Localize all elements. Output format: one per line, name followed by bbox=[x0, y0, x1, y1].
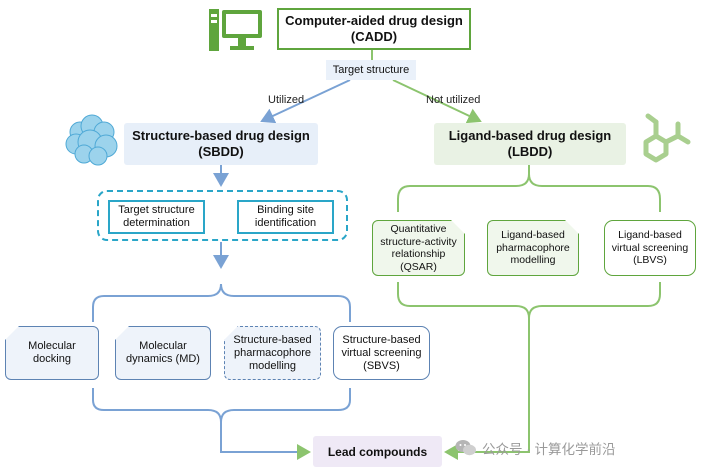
sbdd-box: Structure-based drug design (SBDD) bbox=[124, 123, 318, 165]
lbdd-method-lbvs: Ligand-based virtual screening (LBVS) bbox=[604, 220, 696, 276]
binding-site-identification-label: Binding site identification bbox=[254, 204, 317, 229]
method-line: virtual screening bbox=[611, 241, 689, 254]
method-line: pharmacophore bbox=[233, 346, 312, 359]
method-line: Ligand-based bbox=[618, 229, 682, 242]
method-line: Quantitative bbox=[390, 223, 447, 235]
method-line: Structure-based bbox=[342, 333, 421, 346]
lbdd-top-bracket bbox=[397, 173, 661, 212]
sbdd-method-docking: Molecular docking bbox=[5, 326, 99, 380]
cadd-box: Computer-aided drug design (CADD) bbox=[277, 8, 471, 50]
target-structure-determination-box: Target structure determination bbox=[108, 200, 205, 234]
molecule-icon bbox=[643, 113, 691, 163]
method-line: virtual screening bbox=[341, 346, 422, 359]
method-line: Molecular bbox=[28, 340, 76, 352]
target-structure-box: Target structure bbox=[326, 60, 416, 80]
target-structure-determination-label: Target structure determination bbox=[118, 204, 195, 229]
protein-icon bbox=[65, 114, 118, 166]
lbdd-abbr: (LBDD) bbox=[507, 144, 553, 159]
binding-site-identification-box: Binding site identification bbox=[237, 200, 334, 234]
sbdd-method-md: Molecular dynamics (MD) bbox=[115, 326, 211, 380]
sbdd-prep-group bbox=[97, 190, 348, 241]
method-line: modelling bbox=[248, 359, 297, 372]
method-line: Ligand-based bbox=[501, 229, 565, 242]
utilized-label: Utilized bbox=[268, 94, 305, 106]
method-line: dynamics (MD) bbox=[126, 353, 200, 365]
lbdd-title: Ligand-based drug design bbox=[448, 128, 612, 143]
cadd-title: Computer-aided drug design bbox=[285, 13, 463, 28]
edge-lbdd-to-lead bbox=[444, 318, 530, 460]
watermark-text: 公众号 · 计算化学前沿 bbox=[482, 442, 616, 457]
method-line: modelling bbox=[510, 254, 556, 267]
lbdd-method-qsar: Quantitative structure-activity relation… bbox=[372, 220, 465, 276]
sbdd-method-pharmacophore: Structure-based pharmacophore modelling bbox=[224, 326, 321, 380]
sbdd-method-sbvs: Structure-based virtual screening (SBVS) bbox=[333, 326, 430, 380]
watermark: 公众号 · 计算化学前沿 bbox=[455, 438, 616, 458]
cadd-abbr: (CADD) bbox=[350, 29, 398, 44]
sbdd-top-bracket bbox=[92, 283, 351, 322]
not-utilized-label: Not utilized bbox=[426, 94, 481, 106]
method-line: Molecular bbox=[139, 340, 187, 352]
method-line: (SBVS) bbox=[363, 359, 400, 372]
lead-compounds-label: Lead compounds bbox=[327, 444, 428, 459]
lbdd-box: Ligand-based drug design (LBDD) bbox=[434, 123, 626, 165]
method-line: structure-activity bbox=[380, 235, 457, 248]
method-line: pharmacophore bbox=[496, 241, 570, 254]
method-line: docking bbox=[33, 353, 71, 365]
lbdd-bottom-bracket bbox=[397, 282, 661, 319]
sbdd-bottom-bracket bbox=[92, 388, 351, 423]
computer-icon bbox=[209, 9, 262, 51]
method-line: (LBVS) bbox=[633, 254, 667, 267]
edge-utilized-arrow bbox=[260, 79, 351, 124]
method-line: relationship bbox=[391, 248, 446, 260]
target-structure-label: Target structure bbox=[332, 64, 410, 76]
sbdd-title: Structure-based drug design bbox=[132, 128, 310, 143]
lead-compounds-box: Lead compounds bbox=[313, 436, 442, 467]
method-line: Structure-based bbox=[233, 333, 312, 346]
edge-not-utilized-arrow bbox=[392, 79, 482, 124]
edge-sbdd-to-lead bbox=[220, 422, 311, 460]
lbdd-method-pharmacophore: Ligand-based pharmacophore modelling bbox=[487, 220, 579, 276]
method-line: (QSAR) bbox=[400, 260, 437, 273]
sbdd-abbr: (SBDD) bbox=[198, 144, 244, 159]
wechat-icon bbox=[455, 440, 476, 456]
